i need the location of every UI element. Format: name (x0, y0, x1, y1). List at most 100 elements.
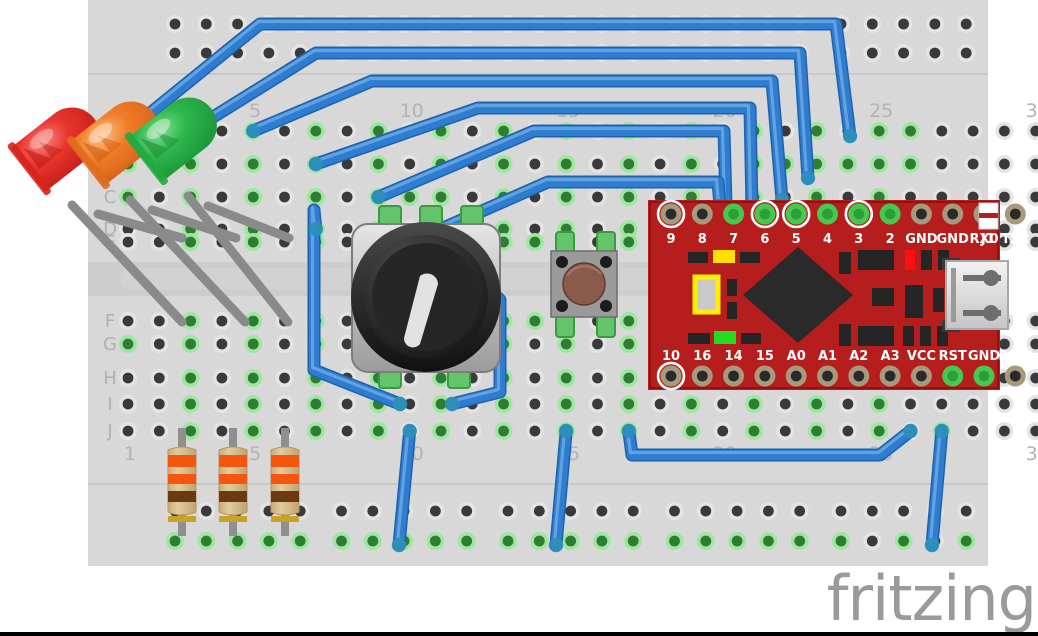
hole-F14[interactable] (525, 312, 544, 330)
hole-botrail-neg-21[interactable] (863, 532, 882, 550)
hole-I1[interactable] (119, 395, 137, 413)
hole-botrail-neg-15[interactable] (665, 532, 684, 550)
hole-F2[interactable] (150, 312, 169, 330)
hole-I4[interactable] (212, 395, 231, 413)
hole-botrail-neg-24[interactable] (957, 532, 976, 550)
wire-1[interactable] (120, 17, 858, 144)
hole-B13[interactable] (494, 155, 513, 173)
hole-E17[interactable] (619, 233, 638, 251)
hole-G5[interactable] (244, 335, 263, 353)
hole-toprail-pos-23[interactable] (925, 15, 944, 33)
hole-botrail-pos-6[interactable] (363, 502, 382, 520)
hole-J22[interactable] (776, 422, 795, 440)
hole-H2[interactable] (150, 369, 169, 387)
hole-J13[interactable] (494, 422, 513, 440)
mcu-pin-9[interactable] (656, 199, 686, 229)
hole-G6[interactable] (275, 335, 294, 353)
hole-H11[interactable] (432, 369, 450, 387)
hole-J3[interactable] (181, 422, 200, 440)
potentiometer[interactable] (351, 205, 501, 389)
hole-toprail-neg-22[interactable] (894, 44, 913, 62)
mcu-pin-A2[interactable] (848, 365, 870, 387)
wire-12[interactable] (621, 423, 918, 462)
hole-toprail-pos-0[interactable] (166, 15, 184, 33)
hole-H3[interactable] (181, 369, 200, 387)
hole-B16[interactable] (588, 155, 607, 173)
hole-H17[interactable] (619, 369, 638, 387)
led-red[interactable] (6, 93, 113, 196)
hole-botrail-neg-1[interactable] (197, 532, 216, 550)
hole-C11[interactable] (432, 188, 450, 206)
hole-botrail-pos-17[interactable] (728, 502, 747, 520)
hole-D17[interactable] (619, 220, 638, 238)
wire-9[interactable] (391, 423, 417, 553)
hole-C5[interactable] (244, 188, 263, 206)
hole-botrail-neg-17[interactable] (728, 532, 747, 550)
hole-J12[interactable] (463, 422, 482, 440)
mcu-pin-6[interactable] (750, 199, 780, 229)
hole-G17[interactable] (619, 335, 638, 353)
hole-A8[interactable] (338, 122, 357, 140)
hole-B26[interactable] (901, 155, 920, 173)
hole-J1[interactable] (119, 422, 137, 440)
hole-I17[interactable] (619, 395, 638, 413)
hole-I8[interactable] (338, 395, 357, 413)
hole-toprail-pos-1[interactable] (197, 15, 216, 33)
hole-botrail-pos-24[interactable] (957, 502, 976, 520)
hole-A30[interactable] (1026, 122, 1038, 140)
hole-J28[interactable] (964, 422, 983, 440)
jumper-wires[interactable] (120, 17, 949, 553)
hole-I26[interactable] (901, 395, 920, 413)
hole-A29[interactable] (995, 122, 1014, 140)
hole-botrail-neg-13[interactable] (592, 532, 611, 550)
mcu-pin-14[interactable] (723, 365, 745, 387)
hole-B14[interactable] (525, 155, 544, 173)
mcu-pin-RST[interactable] (942, 365, 964, 387)
hole-C7[interactable] (306, 188, 325, 206)
wire-10[interactable] (548, 423, 574, 553)
hole-I30[interactable] (1026, 395, 1038, 413)
hole-F17[interactable] (619, 312, 638, 330)
hole-B28[interactable] (964, 155, 983, 173)
hole-C12[interactable] (463, 188, 482, 206)
hole-E1[interactable] (119, 233, 137, 251)
hole-toprail-pos-2[interactable] (228, 15, 247, 33)
hole-I24[interactable] (838, 395, 857, 413)
hole-C16[interactable] (588, 188, 607, 206)
mcu-pin-GND[interactable] (973, 365, 995, 387)
hole-botrail-pos-22[interactable] (894, 502, 913, 520)
hole-H10[interactable] (400, 369, 419, 387)
hole-I28[interactable] (964, 395, 983, 413)
pushbutton[interactable] (550, 231, 618, 338)
hole-J5[interactable] (244, 422, 263, 440)
mcu-pin-TX1[interactable] (1004, 203, 1026, 225)
hole-I14[interactable] (525, 395, 544, 413)
hole-A12[interactable] (463, 122, 482, 140)
hole-H1[interactable] (119, 369, 137, 387)
hole-H6[interactable] (275, 369, 294, 387)
hole-I16[interactable] (588, 395, 607, 413)
hole-A25[interactable] (870, 122, 889, 140)
hole-G3[interactable] (181, 335, 200, 353)
hole-I18[interactable] (651, 395, 670, 413)
hole-botrail-neg-6[interactable] (363, 532, 382, 550)
hole-botrail-neg-4[interactable] (291, 532, 310, 550)
hole-J25[interactable] (870, 422, 889, 440)
hole-toprail-neg-0[interactable] (166, 44, 184, 62)
hole-H14[interactable] (525, 369, 544, 387)
hole-botrail-pos-12[interactable] (561, 502, 580, 520)
hole-B6[interactable] (275, 155, 294, 173)
hole-B29[interactable] (995, 155, 1014, 173)
hole-C15[interactable] (557, 188, 576, 206)
hole-botrail-neg-3[interactable] (259, 532, 278, 550)
mcu-pin-GND[interactable] (910, 203, 932, 225)
hole-G30[interactable] (1026, 335, 1038, 353)
hole-botrail-pos-19[interactable] (790, 502, 809, 520)
hole-botrail-neg-8[interactable] (426, 532, 445, 550)
hole-J19[interactable] (682, 422, 701, 440)
mcu-pin-10[interactable] (656, 361, 686, 391)
hole-J9[interactable] (369, 422, 388, 440)
j1-jumper-pad[interactable] (978, 202, 999, 230)
hole-I15[interactable] (557, 395, 576, 413)
hole-I27[interactable] (932, 395, 951, 413)
